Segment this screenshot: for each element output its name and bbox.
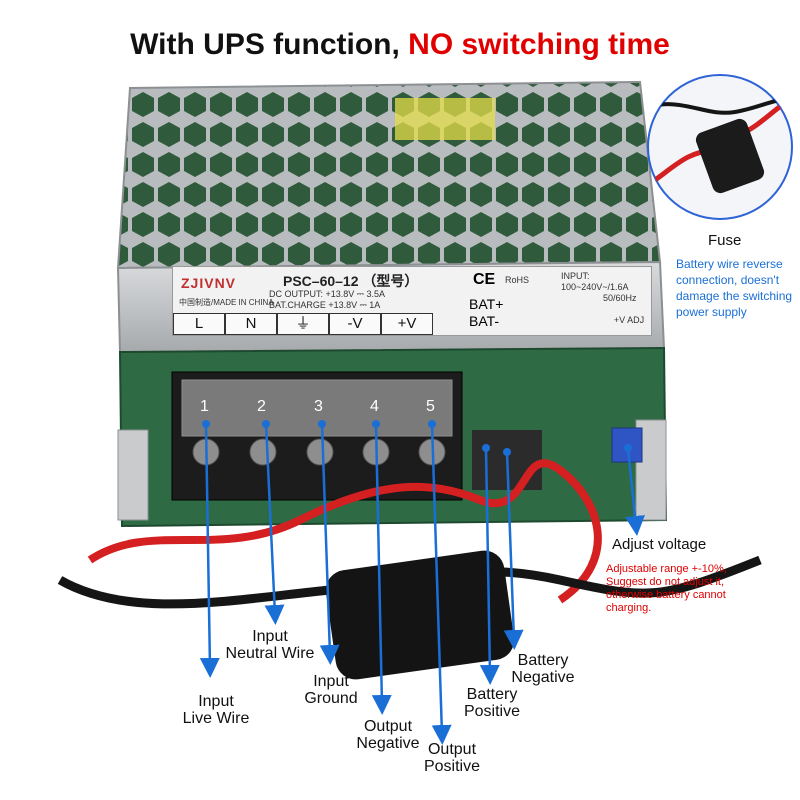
label-input-ground: Input Ground bbox=[296, 673, 366, 707]
dot-3 bbox=[318, 420, 326, 428]
label-output-negative-line-2: Negative bbox=[356, 735, 420, 752]
label-input-neutral-line-1: Input bbox=[252, 628, 288, 645]
adjust-note-line-4: charging. bbox=[606, 602, 652, 614]
arrow-output-negative bbox=[371, 423, 392, 715]
dot-1 bbox=[202, 420, 210, 428]
transformer bbox=[395, 98, 495, 140]
terminal-number-2: 2 bbox=[257, 398, 266, 415]
adjust-voltage-note: Adjustable range +-10%, Suggest do not a… bbox=[606, 563, 796, 615]
fuse-title: Fuse bbox=[708, 232, 742, 249]
label-input-neutral-line-2: Neutral Wire bbox=[225, 645, 315, 662]
adjust-note-line-3: otherwise battery cannot bbox=[606, 589, 726, 601]
adjust-note-line-1: Adjustable range +-10%, bbox=[606, 563, 727, 575]
terminal-number-1: 1 bbox=[200, 398, 209, 415]
arrow-battery-positive bbox=[479, 447, 500, 685]
fuse-note-line-3: damage the switching bbox=[676, 289, 793, 303]
input-frequency: 50/60Hz bbox=[603, 293, 637, 303]
arrow-battery-negative bbox=[503, 451, 524, 650]
label-battery-negative-line-1: Battery bbox=[517, 652, 569, 669]
dot-adj bbox=[624, 444, 632, 452]
terminal-label-neg: -V bbox=[329, 313, 381, 335]
terminal-cover bbox=[181, 379, 453, 437]
label-output-positive-line-1: Output bbox=[427, 741, 477, 758]
label-output-positive-line-2: Positive bbox=[423, 758, 481, 775]
label-plate: ZJIVNV PSC–60–12 （型号） DC OUTPUT: +13.8V … bbox=[172, 266, 652, 336]
fuse-note-line-1: Battery wire reverse bbox=[676, 257, 783, 271]
input-label: INPUT: bbox=[561, 271, 590, 281]
label-input-live-line-1: Input bbox=[198, 693, 234, 710]
dot-5 bbox=[428, 420, 436, 428]
arrow-input-live bbox=[199, 423, 220, 678]
input-range: 100~240V~/1.6A bbox=[561, 282, 629, 292]
label-battery-positive-line-2: Positive bbox=[463, 703, 521, 720]
fuse-inset bbox=[647, 74, 793, 220]
label-output-positive: Output Positive bbox=[416, 741, 488, 775]
label-input-neutral-wire: Input Neutral Wire bbox=[218, 628, 322, 662]
made-in-china: 中国制造/MADE IN CHINA bbox=[179, 298, 274, 307]
arrow-input-ground bbox=[319, 423, 340, 665]
dot-bat-neg bbox=[503, 448, 511, 456]
label-output-negative: Output Negative bbox=[350, 718, 426, 752]
headline: With UPS function, NO switching time bbox=[0, 28, 800, 62]
bat-plus-label: BAT+ bbox=[469, 296, 504, 312]
arrow-output-positive bbox=[430, 423, 452, 745]
ce-mark: CE bbox=[473, 271, 496, 288]
adj-label: +V ADJ bbox=[613, 315, 645, 325]
terminal-label-ground: ⏚ bbox=[277, 313, 329, 335]
dot-2 bbox=[262, 420, 270, 428]
arrow-input-neutral bbox=[264, 423, 285, 625]
label-output-negative-line-1: Output bbox=[363, 718, 413, 735]
terminal-number-4: 4 bbox=[370, 398, 379, 415]
fuse-note-line-4: power supply bbox=[676, 305, 747, 319]
adjust-voltage-title: Adjust voltage bbox=[612, 536, 707, 553]
label-input-live-wire: Input Live Wire bbox=[170, 693, 262, 727]
terminal-label-n: N bbox=[225, 313, 277, 335]
label-battery-negative-line-2: Negative bbox=[511, 669, 575, 686]
terminal-labels-row: L N ⏚ -V +V bbox=[173, 313, 433, 335]
bat-charge-spec: BAT.CHARGE +13.8V ⎓ 1A bbox=[269, 300, 381, 310]
label-input-ground-line-1: Input bbox=[313, 673, 349, 690]
label-battery-positive-line-1: Battery bbox=[466, 686, 518, 703]
dot-bat-pos bbox=[482, 444, 490, 452]
label-input-live-line-2: Live Wire bbox=[182, 710, 250, 727]
terminal-label-l: L bbox=[173, 313, 225, 335]
headline-part-black: With UPS function, bbox=[130, 28, 409, 61]
model-number: PSC–60–12 （型号） bbox=[283, 273, 419, 289]
brand-name: ZJIVNV bbox=[181, 275, 237, 291]
fuse-note: Battery wire reverse connection, doesn't… bbox=[676, 256, 800, 320]
arrow-adjust bbox=[625, 447, 645, 536]
dc-output-spec: DC OUTPUT: +13.8V ⎓ 3.5A bbox=[269, 289, 385, 299]
bat-minus-label: BAT- bbox=[469, 313, 500, 329]
label-battery-positive: Battery Positive bbox=[456, 686, 528, 720]
adjust-note-line-2: Suggest do not adjust it, bbox=[606, 576, 725, 588]
rohs-mark: RoHS bbox=[505, 275, 530, 285]
headline-part-red: NO switching time bbox=[408, 28, 670, 61]
dot-4 bbox=[372, 420, 380, 428]
label-battery-negative: Battery Negative bbox=[505, 652, 581, 686]
mount-tab-left bbox=[117, 429, 149, 521]
red-wire bbox=[87, 459, 602, 604]
terminal-label-pos: +V bbox=[381, 313, 433, 335]
terminal-number-5: 5 bbox=[426, 398, 435, 415]
label-input-ground-line-2: Ground bbox=[304, 690, 358, 707]
inline-fuse-holder bbox=[325, 550, 515, 680]
fuse-note-line-2: connection, doesn't bbox=[676, 273, 780, 287]
terminal-number-3: 3 bbox=[314, 398, 323, 415]
